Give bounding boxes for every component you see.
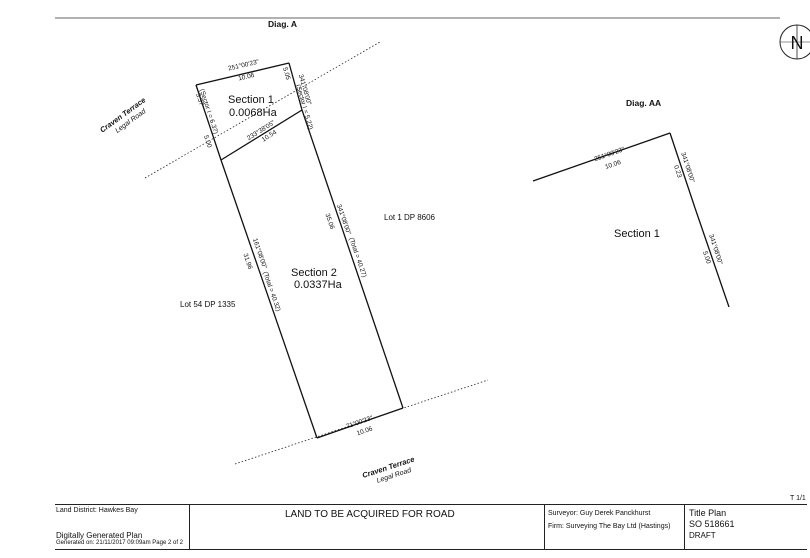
surveyor-name: Surveyor: Guy Derek Panckhurst: [548, 510, 651, 517]
top-right-distance: 5.05: [281, 67, 291, 81]
lot-54-label: Lot 54 DP 1335: [180, 300, 236, 309]
left-mid-distance: 5.00: [202, 134, 213, 149]
top-distance: 10.06: [238, 72, 256, 83]
plan-number: SO 518661: [689, 519, 735, 529]
top-bearing: 251°00'23": [227, 57, 260, 72]
parcel-outline: [195, 62, 404, 439]
sheet-reference: T 1/1: [790, 495, 806, 502]
aa-top-distance: 10.06: [604, 159, 622, 171]
title-block-heading-cell: LAND TO BE ACQUIRED FOR ROAD: [190, 505, 545, 549]
section-2-label: Section 2: [291, 267, 337, 279]
generated-on: Generated on: 21/11/2017 09:09am Page 2 …: [56, 540, 183, 546]
right-bearing: 341°08'00": [335, 203, 353, 236]
section-1-label: Section 1: [228, 94, 274, 106]
section-2-area: 0.0337Ha: [294, 279, 343, 291]
diagram-a-title: Diag. A: [268, 19, 297, 29]
left-upper-note: (Sector I = 6.37): [198, 88, 219, 135]
generated-title: Digitally Generated Plan: [56, 531, 143, 540]
plan-status: DRAFT: [689, 531, 716, 540]
plan-heading: LAND TO BE ACQUIRED FOR ROAD: [285, 509, 455, 520]
right-distance: 35.06: [323, 213, 335, 231]
title-block: Land District: Hawkes Bay Digitally Gene…: [55, 504, 807, 550]
firm-name: Firm: Surveying The Bay Ltd (Hastings): [548, 523, 671, 530]
diagram-aa-lines: [532, 132, 730, 308]
plan-type: Title Plan: [689, 508, 727, 518]
left-upper-distance: 3.37: [194, 92, 205, 107]
north-letter: N: [791, 33, 804, 53]
lot-1-label: Lot 1 DP 8606: [384, 213, 436, 222]
aa-lower-distance: 5.00: [701, 250, 712, 265]
aa-section-label: Section 1: [614, 228, 660, 240]
title-block-district-cell: Land District: Hawkes Bay Digitally Gene…: [55, 505, 190, 549]
land-district: Land District: Hawkes Bay: [56, 507, 138, 514]
bottom-distance: 10.06: [356, 425, 374, 437]
aa-upper-distance: 0.23: [672, 164, 683, 179]
north-arrow-icon: N: [779, 24, 810, 60]
diagram-aa-title: Diag. AA: [626, 98, 661, 108]
section-1-area: 0.0068Ha: [229, 107, 278, 119]
title-block-surveyor-cell: Surveyor: Guy Derek Panckhurst Firm: Sur…: [545, 505, 685, 549]
title-block-plan-cell: Title Plan SO 518661 DRAFT: [685, 505, 807, 549]
aa-top-bearing: 251°00'23": [593, 145, 626, 163]
left-distance: 31.96: [241, 253, 253, 271]
